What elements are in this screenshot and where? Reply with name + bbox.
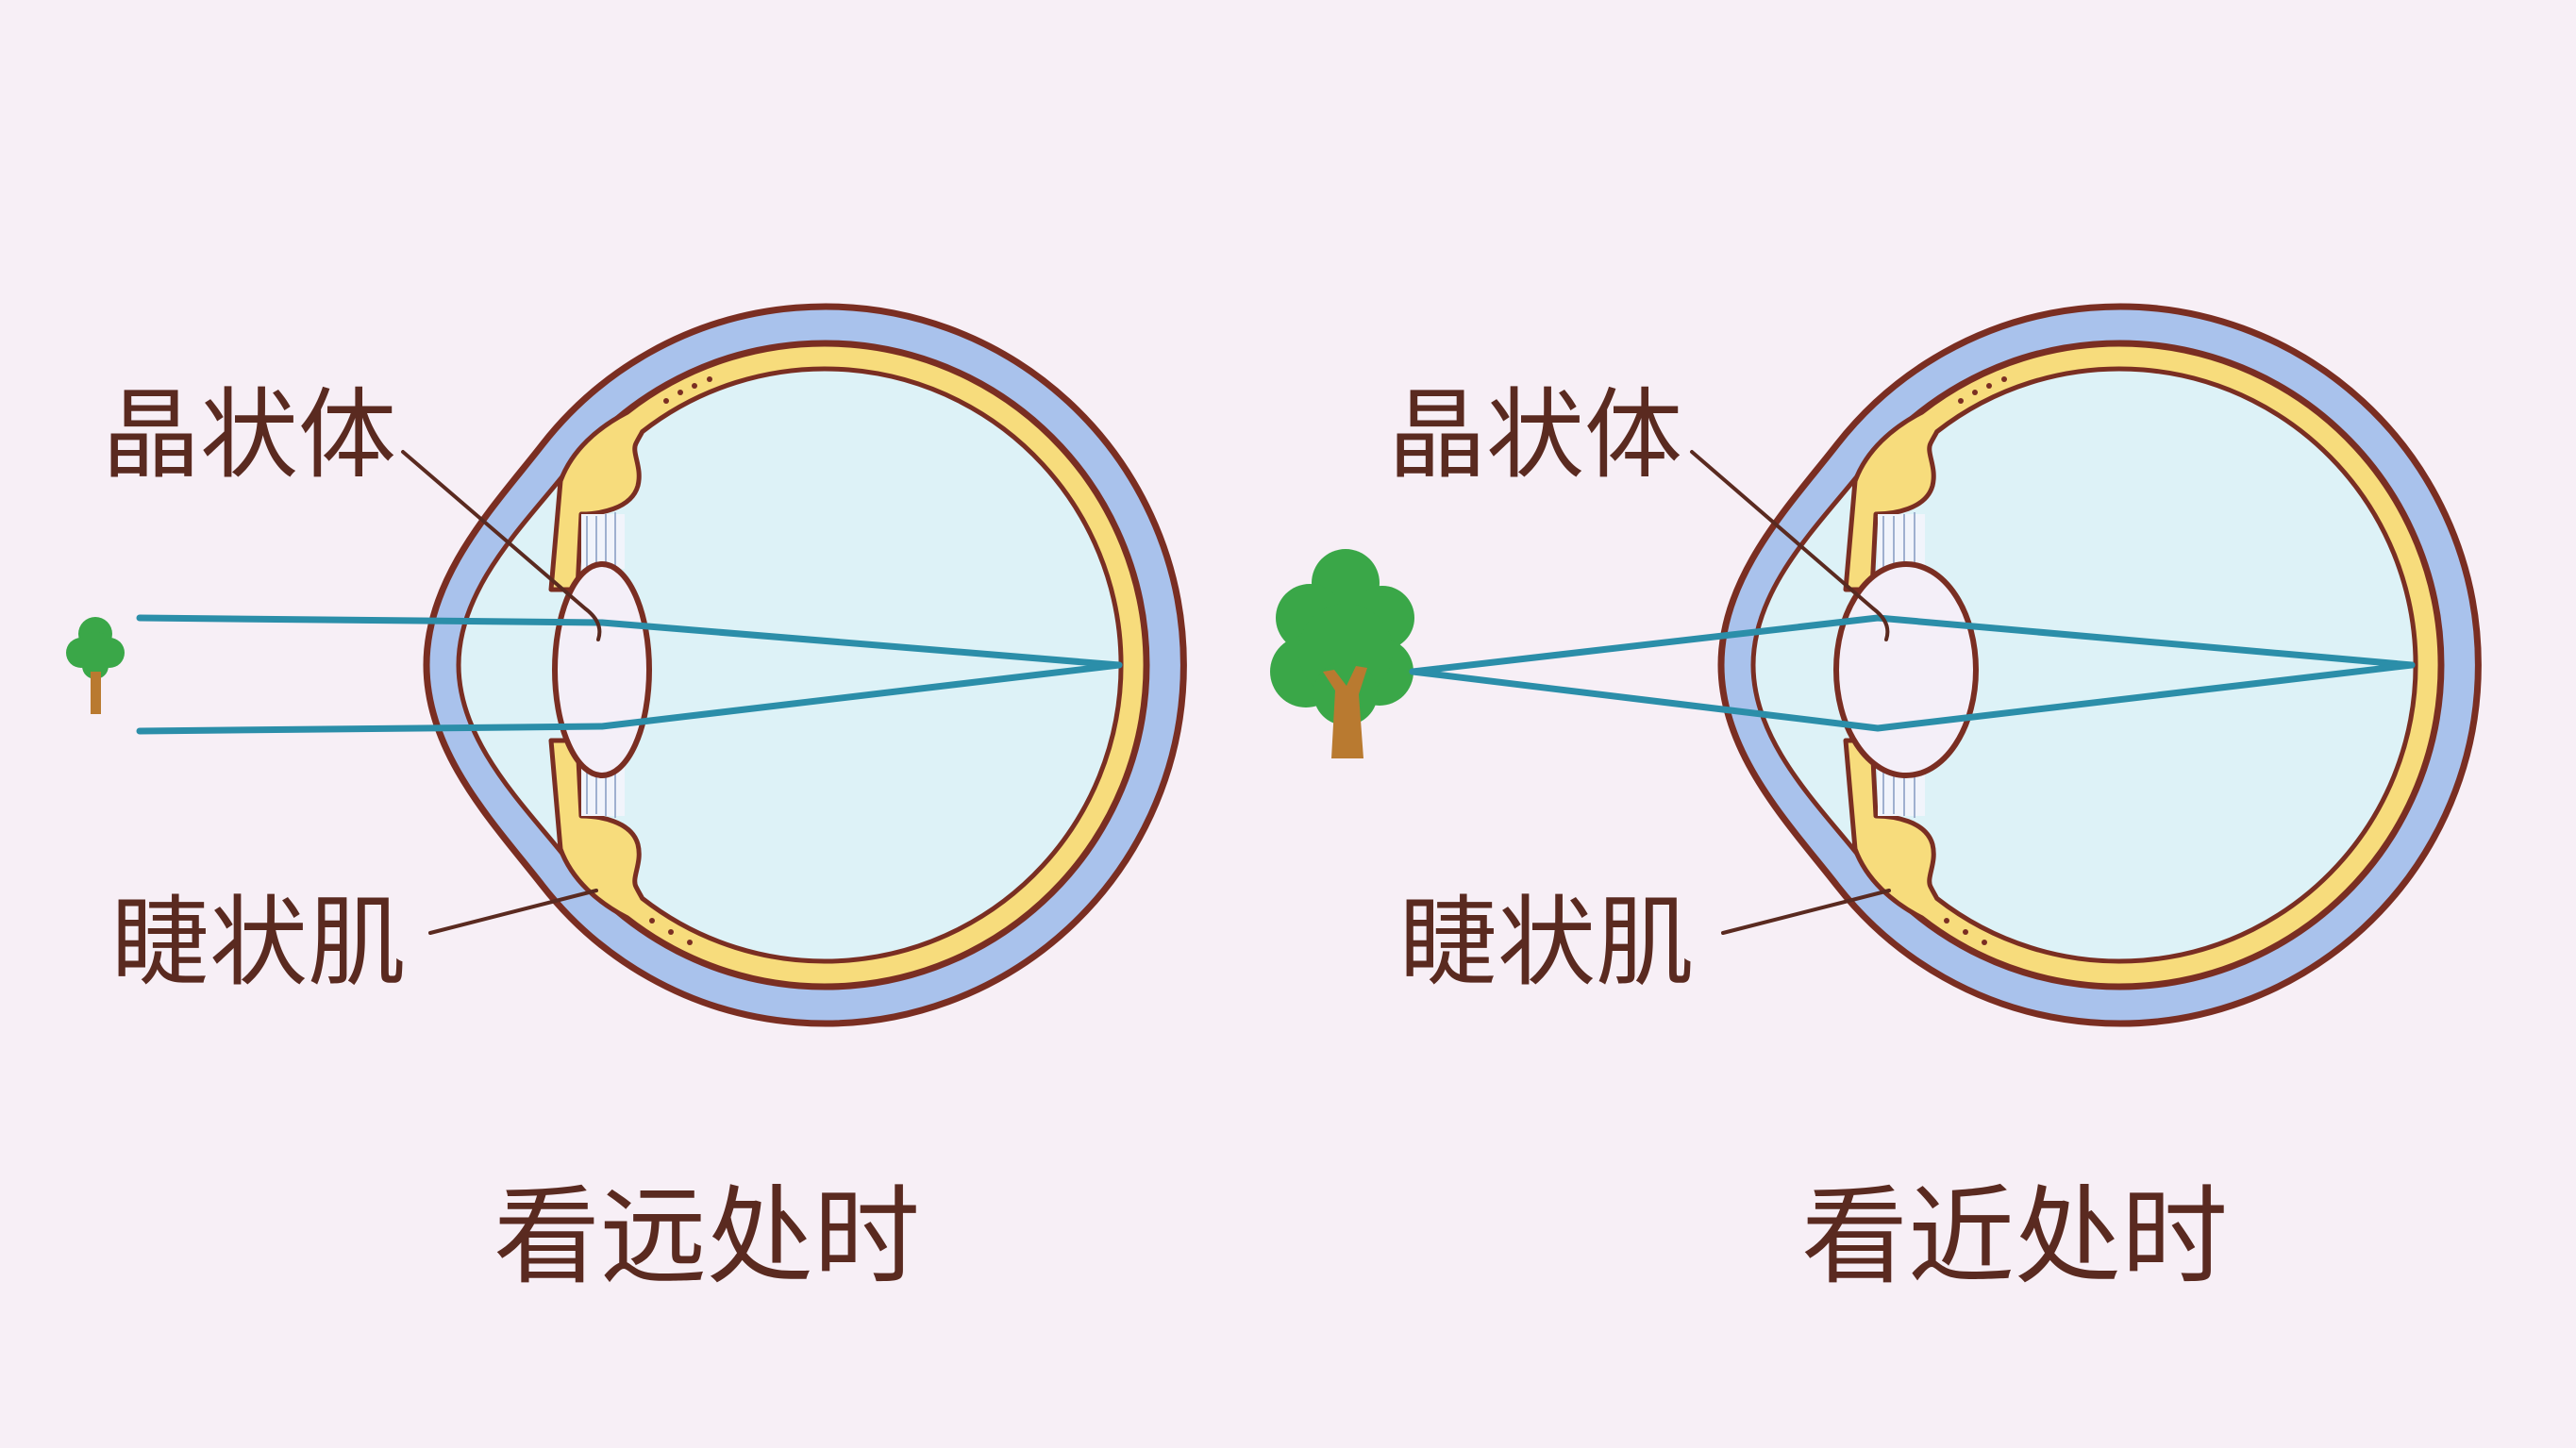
- texture-dot: [687, 940, 693, 945]
- ciliary-leader-line: [1721, 889, 1891, 935]
- ciliary-muscle-label: 睫状肌: [111, 885, 406, 1000]
- zonule-fibers-top: [581, 512, 625, 569]
- tree-crown: [82, 653, 109, 679]
- texture-dot: [649, 918, 655, 924]
- texture-dot: [2001, 376, 2007, 382]
- lens-leader-line: [401, 450, 602, 641]
- choroid-texture: [649, 376, 712, 945]
- light-ray-bottom: [136, 661, 1123, 735]
- texture-dot: [1958, 398, 1964, 404]
- near-view-caption: 看近处时: [1801, 1174, 2228, 1299]
- light-ray-top: [136, 614, 1123, 669]
- texture-dot: [1972, 390, 1978, 395]
- texture-dot: [692, 383, 697, 389]
- tree-trunk: [1323, 666, 1367, 758]
- texture-dot: [1986, 383, 1992, 389]
- lens-label: 晶状体: [1388, 377, 1682, 492]
- zonule-fibers-top: [1878, 512, 1925, 569]
- texture-dot: [663, 398, 669, 404]
- texture-dot: [668, 929, 674, 935]
- choroid-ciliary-body: [548, 341, 1148, 989]
- light-ray-bottom: [1409, 661, 2416, 732]
- texture-dot: [1963, 929, 1968, 935]
- tree-icon: [1270, 549, 1414, 758]
- ciliary-muscle-label: 睫状肌: [1399, 885, 1694, 1000]
- texture-dot: [707, 376, 712, 382]
- near-eye: [1717, 303, 2482, 1027]
- lens-leader-line: [1690, 450, 1890, 641]
- zonule-area: [581, 514, 625, 569]
- choroid-texture: [1944, 376, 2007, 945]
- tree-trunk-visible: [91, 672, 101, 714]
- light-ray-top: [1409, 614, 2416, 675]
- ciliary-leader-line: [428, 889, 598, 935]
- zonule-area: [1878, 514, 1925, 569]
- far-eye: [423, 303, 1187, 1027]
- choroid-ciliary-body: [1843, 341, 2443, 989]
- near-view-panel: 晶状体 睫状肌 看近处时: [1270, 303, 2482, 1299]
- far-view-panel: 晶状体 睫状肌 看远处时: [66, 303, 1187, 1299]
- lens-label: 晶状体: [102, 377, 396, 492]
- far-view-caption: 看远处时: [493, 1174, 920, 1299]
- texture-dot: [677, 390, 683, 395]
- texture-dot: [1982, 940, 1987, 945]
- tree-icon: [66, 617, 125, 714]
- texture-dot: [1944, 918, 1949, 924]
